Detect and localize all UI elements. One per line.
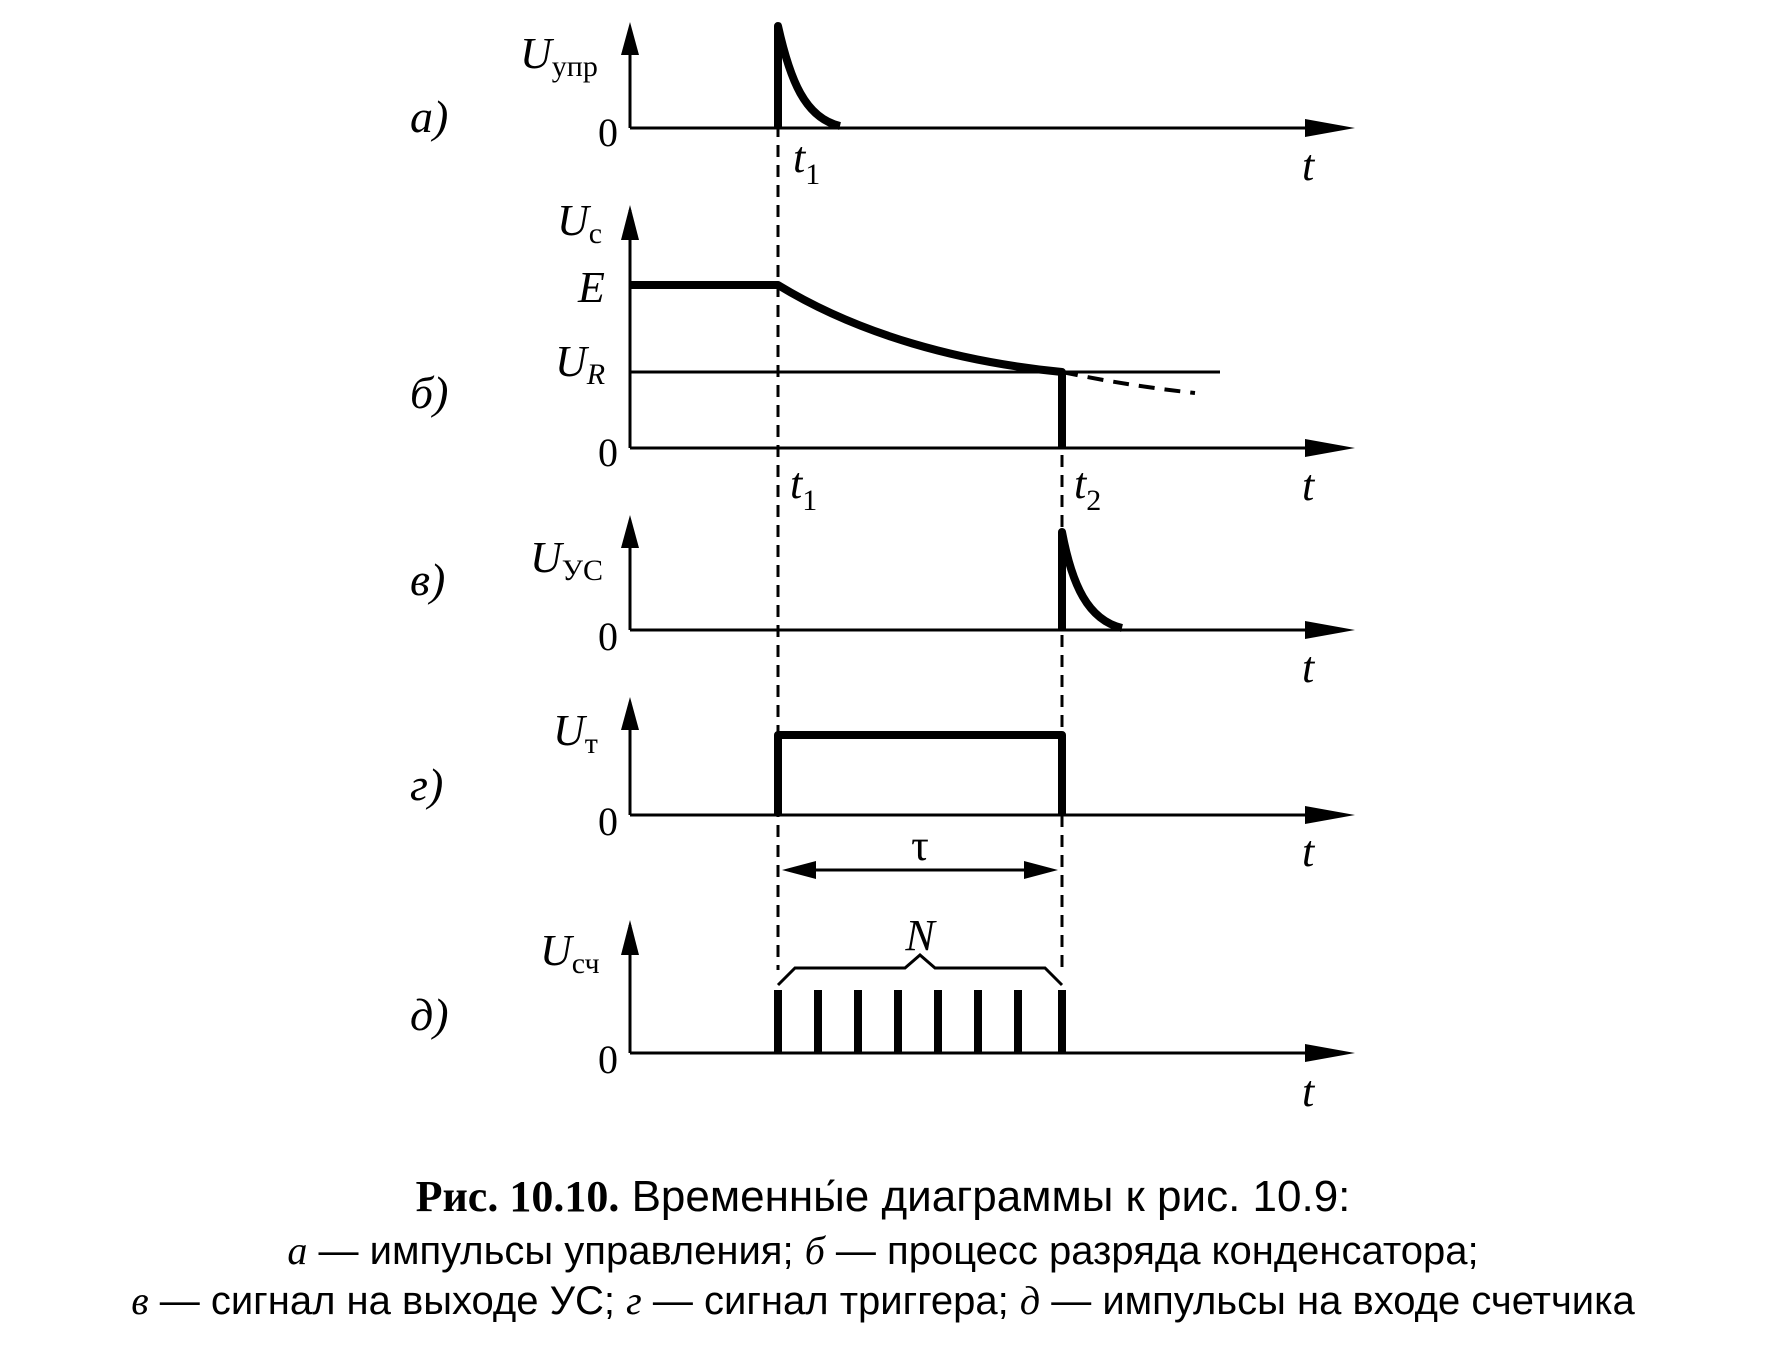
panel-b-xlabel: t	[1302, 461, 1316, 510]
caption-letter: в	[131, 1278, 149, 1323]
figure-caption: Рис. 10.10. Временны́е диаграммы к рис. …	[0, 1168, 1766, 1326]
caption-title: Рис. 10.10. Временны́е диаграммы к рис. …	[0, 1168, 1766, 1226]
panel-g-trigger-signal	[774, 731, 1066, 815]
caption-text: — сигнал на выходе УС;	[148, 1279, 627, 1323]
panel-d-count-brace	[776, 953, 1064, 987]
panel-g: г) Uт 0 t τ	[410, 697, 1355, 879]
caption-text: — процесс разряда конденсатора;	[824, 1229, 1479, 1273]
panel-v-zero: 0	[598, 614, 618, 659]
panel-g-x-arrow	[1305, 806, 1355, 824]
panel-b-y-arrow	[621, 205, 639, 240]
panel-d-count-label: N	[904, 911, 937, 960]
panel-g-y-arrow	[621, 697, 639, 730]
panel-d-counter-pulses	[774, 990, 1066, 1053]
panel-a-zero: 0	[598, 110, 618, 155]
panel-d-xlabel: t	[1302, 1067, 1316, 1116]
caption-line-3: в — сигнал на выходе УС; г — сигнал триг…	[0, 1276, 1766, 1326]
panel-b-letter: б)	[410, 367, 448, 418]
panel-d-x-arrow	[1305, 1044, 1355, 1062]
panel-b-level-UR: UR	[555, 337, 605, 391]
caption-line-2: а — импульсы управления; б — процесс раз…	[0, 1226, 1766, 1276]
panel-g-interval-label: τ	[911, 821, 929, 870]
panel-g-letter: г)	[410, 759, 443, 810]
panel-a-x-arrow	[1305, 119, 1355, 137]
panel-v-xlabel: t	[1302, 643, 1316, 692]
caption-figure-number: Рис. 10.10.	[415, 1172, 620, 1221]
panel-g-ylabel: Uт	[553, 706, 598, 760]
panel-v-y-arrow	[621, 515, 639, 548]
caption-text: — сигнал триггера;	[641, 1279, 1020, 1323]
caption-title-text: Временны́е диаграммы к рис. 10.9:	[619, 1172, 1351, 1221]
caption-letter: б	[804, 1228, 825, 1273]
panel-a-xlabel: t	[1302, 141, 1316, 190]
panel-g-interval-arrow-left	[782, 861, 816, 879]
panel-g-interval-arrow-right	[1024, 861, 1058, 879]
panel-a-y-arrow	[621, 22, 639, 55]
panel-b-t1-label: t1	[790, 459, 817, 517]
panel-a-letter: а)	[410, 91, 448, 142]
panel-v-ylabel: UУС	[530, 533, 603, 587]
panel-d-zero: 0	[598, 1037, 618, 1082]
panel-d: д) Uсч 0 t N	[410, 911, 1355, 1116]
panel-g-xlabel: t	[1302, 827, 1316, 876]
caption-letter: а	[287, 1228, 308, 1273]
panel-v-letter: в)	[410, 554, 445, 605]
panel-a-control-pulse	[774, 22, 842, 130]
panel-d-ylabel: Uсч	[540, 926, 600, 980]
panel-a-t1-label: t1	[793, 133, 820, 191]
panel-b-x-arrow	[1305, 439, 1355, 457]
panel-b-zero: 0	[598, 430, 618, 475]
timing-diagram: а) Uупр 0 t t1 б) Uс E UR 0 t t1 t2 в) U…	[410, 22, 1355, 1116]
panel-d-letter: д)	[410, 989, 449, 1040]
caption-letter: д	[1019, 1278, 1041, 1323]
panel-v-comparator-pulse	[1058, 528, 1124, 632]
panel-b-extrapolated-discharge	[1061, 370, 1196, 395]
panel-g-zero: 0	[598, 799, 618, 844]
panel-d-y-arrow	[621, 920, 639, 955]
caption-text: — импульсы на входе счетчика	[1040, 1279, 1635, 1323]
caption-text: — импульсы управления;	[307, 1229, 805, 1273]
panel-v-x-arrow	[1305, 621, 1355, 639]
panel-v: в) UУС 0 t	[410, 515, 1355, 692]
caption-letter: г	[626, 1278, 642, 1323]
panel-b-ylabel: Uс	[557, 196, 602, 250]
panel-b-t2-label: t2	[1074, 459, 1101, 517]
panel-b: б) Uс E UR 0 t t1 t2	[410, 196, 1355, 517]
panel-b-capacitor-discharge	[630, 281, 1066, 448]
panel-a-ylabel: Uупр	[520, 29, 598, 83]
panel-a: а) Uупр 0 t t1	[410, 22, 1355, 191]
panel-b-level-E: E	[577, 263, 605, 312]
